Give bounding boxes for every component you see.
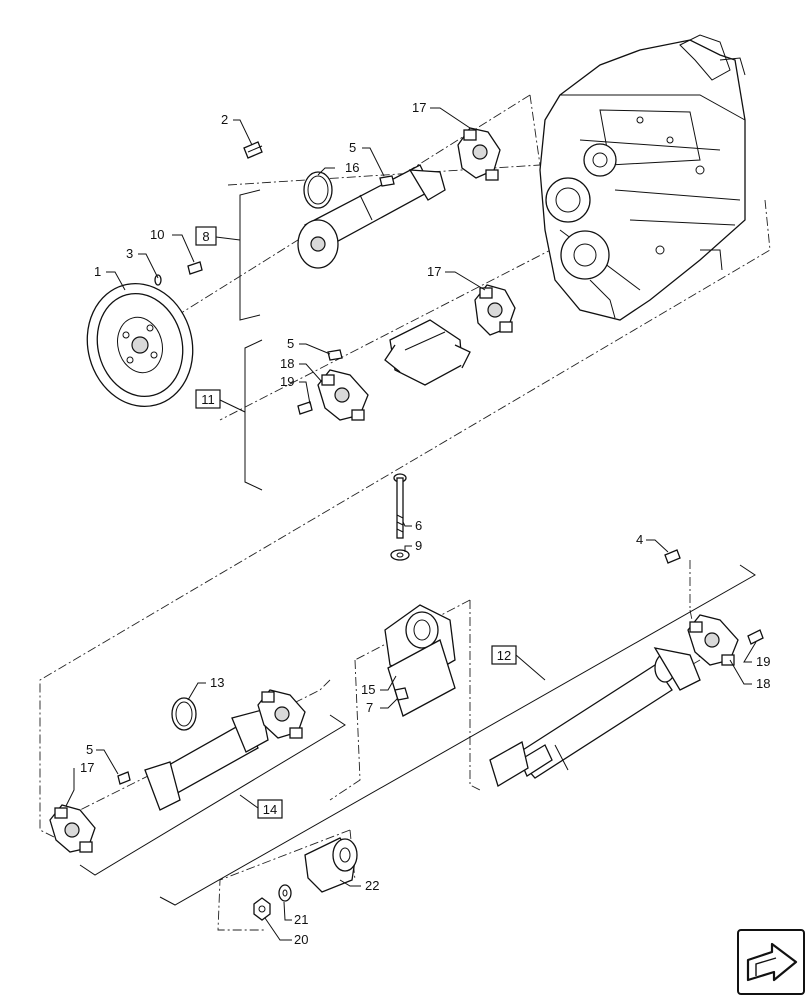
callout-18-mid: 18: [280, 356, 294, 371]
washer-9: [390, 549, 410, 561]
callout-2: 2: [221, 112, 228, 127]
callout-21: 21: [294, 912, 308, 927]
box-label-11: 11: [195, 389, 221, 409]
svg-text:14: 14: [263, 802, 277, 817]
svg-text:11: 11: [201, 392, 215, 407]
shaft-assembly-14: [117, 697, 269, 811]
next-page-arrow-icon[interactable]: [737, 929, 805, 995]
group-bracket-8: [215, 189, 261, 321]
group-bracket-12: [159, 564, 756, 906]
nut-7: [394, 687, 409, 701]
callout-13: 13: [210, 675, 224, 690]
pillow-block-bearing: [384, 604, 456, 717]
box-label-14: 14: [257, 799, 283, 819]
cross-journal-18-right: [687, 614, 739, 666]
long-bolt-6: [393, 473, 407, 539]
callout-22: 22: [365, 878, 379, 893]
bolt-19-top: [297, 401, 313, 415]
flange-22: [304, 837, 358, 893]
o-ring-16: [303, 171, 333, 209]
cross-journal-17-bottom-right: [257, 689, 306, 739]
callout-4: 4: [636, 532, 643, 547]
transmission-housing: [539, 34, 746, 321]
callout-19-right: 19: [756, 654, 770, 669]
callout-17-mid: 17: [427, 264, 441, 279]
cross-journal-17-bottom-left: [49, 804, 96, 853]
group-bracket-11: [219, 339, 263, 491]
drive-shaft-12: [489, 647, 701, 787]
svg-text:12: 12: [497, 648, 511, 663]
callout-5-mid: 5: [287, 336, 294, 351]
bolt-2: [243, 141, 263, 159]
callout-3: 3: [126, 246, 133, 261]
group-bracket-14: [79, 714, 346, 876]
callout-17-bottom: 17: [80, 760, 94, 775]
bolt-19-right: [747, 629, 764, 645]
box-label-12: 12: [491, 645, 517, 665]
bolt-4: [664, 549, 681, 564]
callout-7: 7: [366, 700, 373, 715]
cross-journal-18-top: [317, 369, 369, 421]
bolt-10: [187, 261, 203, 275]
callout-5-top: 5: [349, 140, 356, 155]
nut-20: [253, 897, 271, 921]
callout-6: 6: [415, 518, 422, 533]
callout-15: 15: [361, 682, 375, 697]
boxed-labels: 8 11 12 14: [195, 226, 517, 819]
shaft-assembly-8: [297, 164, 446, 269]
callout-19-mid: 19: [280, 374, 294, 389]
yoke-assembly-11: [327, 319, 471, 386]
washer-21: [278, 884, 292, 902]
callout-numbers: 2 1 3 10 16 5 17 17 5 18 19 6 9 4 19 18 …: [80, 100, 770, 947]
callout-9: 9: [415, 538, 422, 553]
washer-3: [154, 274, 162, 286]
svg-text:8: 8: [202, 229, 209, 244]
callout-16: 16: [345, 160, 359, 175]
callout-20: 20: [294, 932, 308, 947]
leader-lines: [65, 107, 757, 941]
callout-17-top: 17: [412, 100, 426, 115]
callout-1: 1: [94, 264, 101, 279]
box-label-8: 8: [195, 226, 217, 246]
callout-18-right: 18: [756, 676, 770, 691]
callout-10: 10: [150, 227, 164, 242]
cross-journal-17-top: [457, 127, 501, 181]
cross-journal-17-mid: [474, 284, 516, 336]
flywheel-plate: [86, 282, 194, 408]
callout-5-bottom: 5: [86, 742, 93, 757]
